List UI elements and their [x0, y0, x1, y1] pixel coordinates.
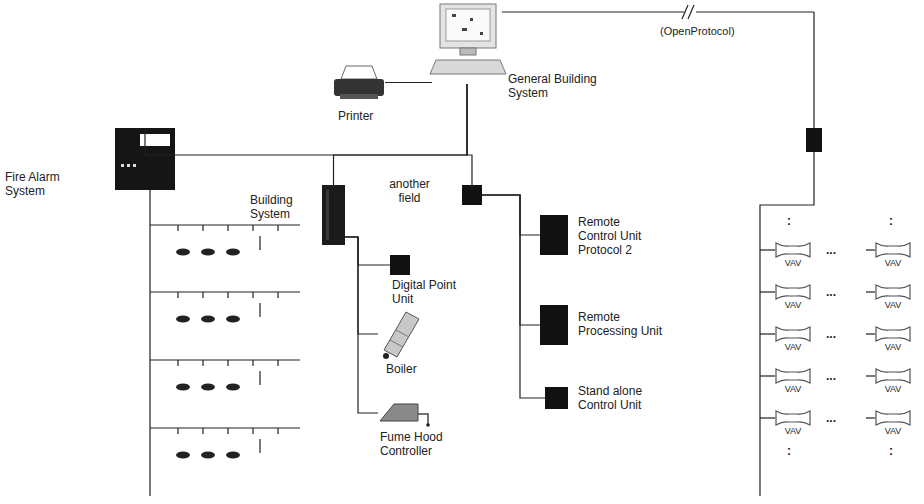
gateway-box	[806, 128, 822, 152]
continuation-mark: ...	[826, 369, 836, 383]
node-label: VAV	[871, 384, 915, 395]
fume-hood-node: Fume Hood Controller	[378, 400, 432, 426]
digital-point-node: Digital Point Unit	[390, 255, 410, 275]
vav-node: VAV	[875, 368, 911, 384]
node-label: Fire Alarm System	[5, 170, 69, 198]
node-label: Digital Point Unit	[392, 278, 464, 306]
continuation-mark: ...	[826, 327, 836, 341]
open-protocol-line	[502, 5, 814, 496]
detector-wiring	[150, 190, 300, 496]
connector-line	[145, 84, 467, 155]
node-label: VAV	[871, 300, 915, 311]
field-box	[462, 185, 482, 205]
vav-node: VAV	[775, 242, 811, 258]
building-system-box	[322, 185, 345, 245]
connector-line	[345, 237, 390, 265]
connector-line	[467, 84, 472, 185]
remote-control-box	[540, 215, 568, 255]
computer-icon	[430, 4, 506, 74]
vav-node: VAV	[775, 368, 811, 384]
remote-processing-box	[540, 305, 568, 345]
connector-line	[482, 195, 545, 398]
node-label: VAV	[771, 426, 815, 437]
node-label: another field	[382, 177, 437, 205]
remote-control-node: Remote Control Unit Protocol 2	[540, 215, 568, 255]
continuation-mark: ...	[826, 243, 836, 257]
node-label: Printer	[338, 109, 388, 123]
node-label: Building System	[250, 193, 310, 221]
vav-node: VAV	[875, 326, 911, 342]
vav-node: VAV	[875, 284, 911, 300]
connector-line	[334, 84, 468, 185]
fume-hood-icon	[380, 404, 430, 427]
standalone-box	[545, 387, 568, 409]
boiler-icon	[383, 312, 419, 359]
connector-line	[385, 82, 432, 83]
protocol-label: (OpenProtocol)	[660, 24, 735, 38]
detector-symbols	[176, 249, 240, 459]
connector-line	[482, 195, 540, 325]
node-label: Remote Processing Unit	[578, 310, 673, 338]
connector-line	[482, 195, 540, 235]
computer-node: General Building System	[432, 2, 502, 84]
continuation-mark: :	[787, 444, 791, 458]
boiler-node: Boiler	[378, 310, 422, 358]
continuation-mark: :	[889, 214, 893, 228]
vav-node: VAV	[775, 326, 811, 342]
node-label: VAV	[771, 300, 815, 311]
building-system-node: Building System	[322, 185, 345, 245]
remote-processing-node: Remote Processing Unit	[540, 305, 568, 345]
vav-symbols	[776, 243, 910, 425]
node-label: VAV	[871, 258, 915, 269]
continuation-mark: :	[787, 214, 791, 228]
vav-stubs	[760, 250, 875, 418]
node-label: VAV	[771, 258, 815, 269]
connector-line	[345, 237, 378, 413]
node-label: Boiler	[386, 362, 436, 376]
vav-node: VAV	[775, 410, 811, 426]
continuation-mark: ...	[826, 411, 836, 425]
node-label: VAV	[771, 342, 815, 353]
connector-line	[345, 237, 378, 334]
node-label: Remote Control Unit Protocol 2	[578, 215, 650, 257]
node-label: VAV	[871, 342, 915, 353]
node-label: Stand alone Control Unit	[578, 384, 658, 412]
node-label: VAV	[771, 384, 815, 395]
fire-alarm-node: Fire Alarm System	[115, 128, 175, 190]
continuation-mark: :	[889, 444, 893, 458]
node-label: VAV	[871, 426, 915, 437]
node-label: General Building System	[508, 72, 597, 100]
node-label: Fume Hood Controller	[380, 430, 450, 458]
printer-icon	[334, 66, 384, 99]
field-node: another field	[462, 185, 482, 205]
building-system-stripe	[326, 190, 329, 240]
vav-node: VAV	[875, 410, 911, 426]
vav-node: VAV	[875, 242, 911, 258]
digital-point-box	[390, 255, 410, 275]
continuation-mark: ...	[826, 285, 836, 299]
standalone-node: Stand alone Control Unit	[545, 387, 568, 409]
printer-node: Printer	[330, 65, 385, 100]
vav-node: VAV	[775, 284, 811, 300]
